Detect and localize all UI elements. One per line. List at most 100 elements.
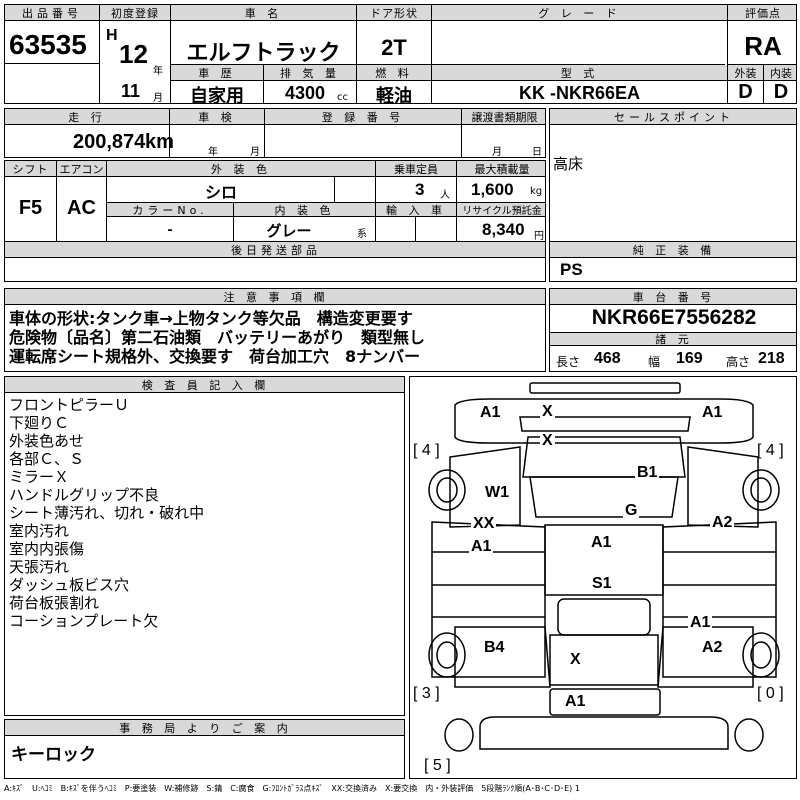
header-block: 出品番号 63535 初度登録 H 12 年 11 月 車 名 エルフトラック … xyxy=(4,4,797,104)
notes-label: 注 意 事 項 欄 xyxy=(5,289,545,305)
score-label: 評価点 xyxy=(728,5,796,21)
chassis-number: NKR66E7556282 xyxy=(591,306,757,329)
mileage-label: 走 行 xyxy=(5,109,169,125)
dims-label: 諸 元 xyxy=(550,332,796,346)
inspector-lines: フロントピラーＵ 下廻りＣ 外装色あせ 各部Ｃ、Ｓ ミラーＸ ハンドルグリップ不… xyxy=(9,396,204,630)
inspector-line: 下廻りＣ xyxy=(9,414,70,432)
notes-lines: 車体の形状:タンク車→上物タンク等欠品 構造変更要す 危険物〔品名〕第二石油類 … xyxy=(9,309,425,366)
damage-mark: G xyxy=(623,502,640,520)
int-color: グレー xyxy=(266,223,312,240)
genuine-equipment-block: 純 正 装 備 PS xyxy=(549,241,797,282)
model-code: KK -NKR66EA xyxy=(518,83,641,103)
inspection-year-unit: 年 xyxy=(208,147,218,158)
car-name: エルフトラック xyxy=(186,40,341,65)
inspector-line: ハンドルグリップ不良 xyxy=(9,486,160,504)
damage-mark: W1 xyxy=(483,484,511,502)
recycle-unit: 円 xyxy=(534,231,544,242)
note-line: 車体の形状:タンク車→上物タンク等欠品 構造変更要す xyxy=(9,309,413,328)
interior-grade: D xyxy=(773,81,789,103)
ext-color: シロ xyxy=(204,185,237,202)
mileage: 200,874 xyxy=(73,131,146,153)
transfer-label: 譲渡書類期限 xyxy=(462,109,545,125)
damage-mark: A1 xyxy=(469,538,494,556)
later-parts-block: 後日発送部品 xyxy=(4,241,546,282)
damage-mark: B1 xyxy=(635,464,660,482)
capacity-unit: 人 xyxy=(440,190,450,201)
interior-label: 内装 xyxy=(764,65,796,81)
max-load-unit: kg xyxy=(530,186,543,197)
reg-month: 11 xyxy=(121,81,141,101)
length-label: 長さ xyxy=(556,355,581,369)
inspector-line: 室内汚れ xyxy=(9,522,70,540)
reg-no-label: 登 録 番 号 xyxy=(265,109,461,125)
lot-number: 63535 xyxy=(9,29,87,60)
inspector-line: 天張汚れ xyxy=(9,558,70,576)
door-label: ドア形状 xyxy=(357,5,431,21)
tire-depth-front-left: [ 4 ] xyxy=(413,442,440,459)
recycle: 8,340 xyxy=(482,220,525,239)
sales-point-label: セールスポイント xyxy=(550,109,796,125)
era: H xyxy=(106,27,118,44)
year-unit: 年 xyxy=(153,66,163,77)
damage-mark: X xyxy=(568,651,583,669)
ac-label: エアコン xyxy=(57,161,106,177)
office-label: 事 務 局 よ り ご 案 内 xyxy=(5,720,404,736)
inspector-line: シート薄汚れ、切れ・破れ中 xyxy=(9,504,205,522)
genuine-label: 純 正 装 備 xyxy=(550,242,796,258)
color-no: - xyxy=(167,221,173,238)
width-label: 幅 xyxy=(648,355,661,369)
transfer-day-unit: 日 xyxy=(532,147,542,158)
note-line: 危険物〔品名〕第二石油類 バッテリーあがり 類型無し xyxy=(9,328,426,347)
score: RA xyxy=(744,31,782,61)
tire-depth-rear-left: [ 3 ] xyxy=(413,685,440,702)
tire-depth-front-right: [ 4 ] xyxy=(757,442,784,459)
damage-mark: A1 xyxy=(589,534,614,552)
inspector-label: 検 査 員 記 入 欄 xyxy=(5,377,404,393)
exterior-grade: D xyxy=(738,81,753,103)
inspector-line: ダッシュ板ビス穴 xyxy=(9,576,130,594)
damage-mark: S1 xyxy=(590,575,614,593)
damage-mark: A2 xyxy=(700,639,725,657)
inspector-block: 検 査 員 記 入 欄 フロントピラーＵ 下廻りＣ 外装色あせ 各部Ｃ、Ｓ ミラ… xyxy=(4,376,405,716)
tire-depth-rear-right: [ 0 ] xyxy=(757,685,784,702)
fuel: 軽油 xyxy=(376,86,412,104)
damage-mark: X xyxy=(540,403,555,421)
row3-block: シフト F5 エアコン AC 外 装 色 シロ 乗車定員 3 人 最大積載量 1… xyxy=(4,160,546,242)
shift: F5 xyxy=(18,197,43,219)
length: 468 xyxy=(594,350,621,367)
height: 218 xyxy=(758,350,785,367)
displacement: 4300 xyxy=(285,83,326,103)
damage-mark: XX xyxy=(471,515,497,533)
grade-label: グ レ ー ド xyxy=(432,5,727,21)
mileage-unit: km xyxy=(145,131,174,153)
max-load-label: 最大積載量 xyxy=(457,161,545,177)
damage-mark: A1 xyxy=(478,404,503,422)
row2-block: 走 行 200,874 km 車 検 年 月 登 録 番 号 譲渡書類期限 月 … xyxy=(4,108,546,158)
first-reg-label: 初度登録 xyxy=(100,5,170,21)
month-unit: 月 xyxy=(153,93,163,104)
inspector-line: 各部Ｃ、Ｓ xyxy=(9,450,85,468)
capacity-label: 乗車定員 xyxy=(376,161,456,177)
damage-mark: A1 xyxy=(688,614,713,632)
width: 169 xyxy=(676,350,703,367)
damage-mark: A1 xyxy=(563,693,588,711)
tire-depth-spare: [ 5 ] xyxy=(424,757,451,774)
genuine-equipment: PS xyxy=(560,260,583,279)
inspection-month-unit: 月 xyxy=(250,147,260,158)
capacity: 3 xyxy=(415,180,425,199)
chassis-label: 車 台 番 号 xyxy=(550,289,796,305)
max-load: 1,600 xyxy=(471,180,514,199)
damage-mark: B4 xyxy=(482,639,507,657)
ext-color-label: 外 装 色 xyxy=(107,161,375,177)
sales-point: 高床 xyxy=(553,155,584,173)
reg-year: 12 xyxy=(119,39,148,69)
damage-mark: X xyxy=(540,432,555,450)
displacement-unit: cc xyxy=(337,92,348,103)
legend: A:ｷｽﾞ U:ﾍｺﾐ B:ｷｽﾞを伴うﾍｺﾐ P:要塗装 W:補修跡 S:錆 … xyxy=(4,784,580,793)
inspector-line: ミラーＸ xyxy=(9,468,70,486)
office-block: 事 務 局 よ り ご 案 内 キーロック xyxy=(4,719,405,779)
lot-label: 出品番号 xyxy=(5,5,99,21)
displacement-label: 排 気 量 xyxy=(264,65,356,81)
office-text: キーロック xyxy=(11,745,96,764)
vehicle-diagram: A1 X A1 X B1 W1 G XX A2 A1 A1 S1 A1 B4 X… xyxy=(409,376,797,779)
